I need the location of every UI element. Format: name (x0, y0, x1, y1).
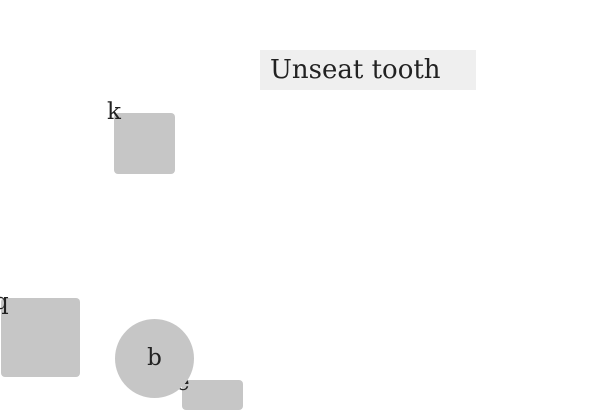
square-tile-k[interactable] (114, 113, 175, 174)
square-tile-q[interactable] (1, 298, 80, 377)
label-box: Unseat tooth (260, 50, 476, 90)
circle-tile-b[interactable]: b (115, 319, 194, 398)
tile-label-q: q (0, 289, 9, 315)
circle-label-b: b (147, 345, 162, 371)
tile-label-k: k (107, 99, 121, 125)
square-tile-e[interactable] (182, 380, 243, 410)
